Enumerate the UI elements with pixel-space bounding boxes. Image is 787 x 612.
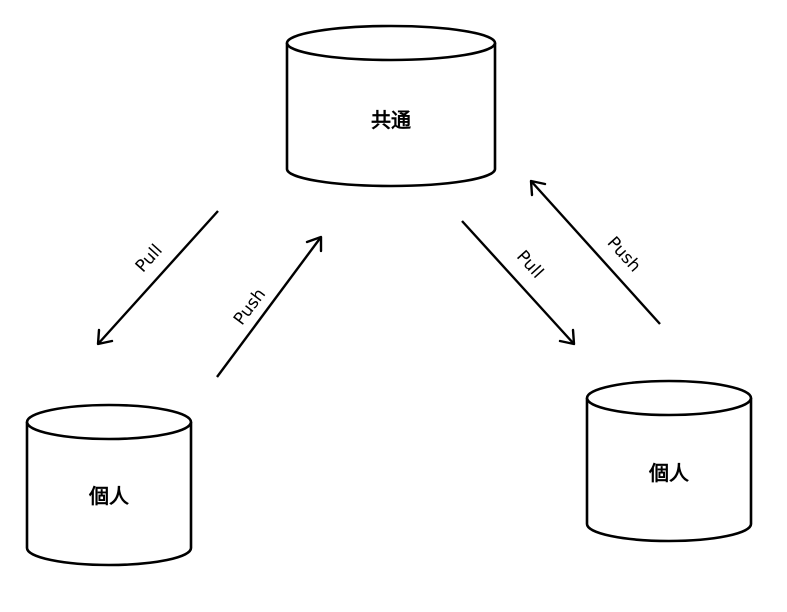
arrow-head-icon xyxy=(96,328,114,346)
edge-push-right: Push xyxy=(529,179,661,325)
database-label: 個人 xyxy=(648,461,690,485)
database-cylinder-icon xyxy=(585,398,753,543)
arrow-head-icon xyxy=(529,179,547,197)
database-top-ellipse xyxy=(25,403,193,441)
arrow-head-icon xyxy=(558,328,576,346)
database-top-ellipse xyxy=(285,24,497,62)
database-cylinder-icon xyxy=(25,422,193,567)
edge-label: Push xyxy=(230,285,270,329)
edge-label: Pull xyxy=(132,241,167,277)
database-label: 個人 xyxy=(88,484,130,508)
database-personal-right[interactable]: 個人 xyxy=(585,379,753,543)
arrow-line xyxy=(216,236,322,378)
edge-label: Pull xyxy=(512,247,547,283)
edge-pull-right: Pull xyxy=(461,220,576,346)
arrow-line xyxy=(530,180,661,325)
edge-pull-left: Pull xyxy=(96,210,219,346)
edge-push-left: Push xyxy=(216,235,323,378)
arrow-line xyxy=(97,210,219,345)
database-cylinder-icon xyxy=(285,43,497,188)
database-top-ellipse xyxy=(585,379,753,417)
database-personal-left[interactable]: 個人 xyxy=(25,403,193,567)
database-shared[interactable]: 共通 xyxy=(285,24,497,188)
edge-label: Push xyxy=(603,233,645,276)
arrow-head-icon xyxy=(305,235,323,253)
arrow-line xyxy=(461,220,575,345)
database-label: 共通 xyxy=(371,108,411,132)
